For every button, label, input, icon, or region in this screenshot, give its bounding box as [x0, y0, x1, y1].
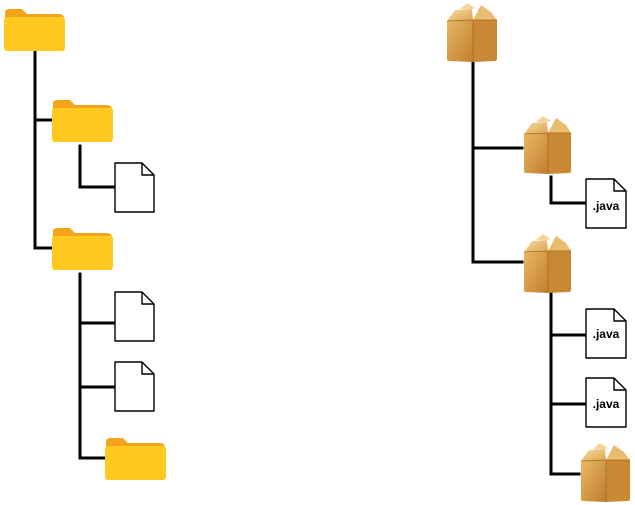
package-icon [523, 116, 571, 174]
package-icon [523, 234, 571, 293]
folder-icon [105, 438, 166, 480]
java-file-icon: .java [585, 377, 627, 428]
folder-icon [52, 228, 113, 270]
package-icon [580, 443, 630, 502]
file-icon [114, 361, 155, 412]
file-icon [114, 291, 155, 342]
folder-icon [52, 100, 113, 142]
java-file-label: .java [593, 327, 620, 341]
file-icon [114, 162, 155, 213]
java-package-tree: .java .java .java [446, 3, 630, 502]
package-icon [446, 3, 497, 62]
java-file-label: .java [593, 199, 620, 213]
java-file-label: .java [593, 397, 620, 411]
java-package-tree-lines [471, 60, 587, 476]
java-file-icon: .java [585, 308, 627, 359]
folder-icon [4, 9, 65, 51]
filesystem-tree [4, 9, 166, 480]
filesystem-tree-lines [33, 50, 116, 460]
java-file-icon: .java [585, 178, 627, 229]
